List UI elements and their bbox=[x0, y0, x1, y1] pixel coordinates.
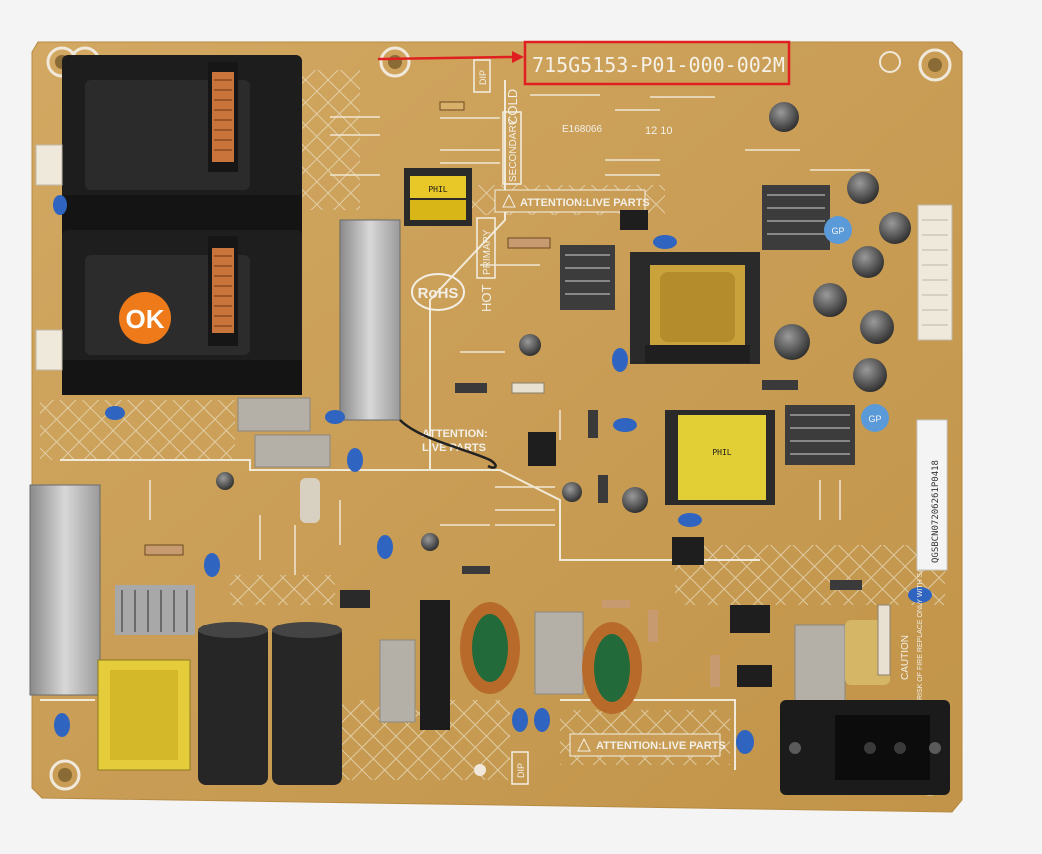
smps-transformer bbox=[630, 252, 760, 364]
svg-text:QGSBCN07206261P0418: QGSBCN07206261P0418 bbox=[931, 460, 941, 563]
ok-sticker-text: OK bbox=[126, 304, 165, 334]
svg-text:GP: GP bbox=[831, 226, 844, 236]
svg-text:CAUTION: CAUTION bbox=[900, 635, 911, 680]
jumper-wire bbox=[399, 419, 497, 469]
bulk-capacitors bbox=[198, 622, 342, 785]
cold-label: COLD bbox=[505, 89, 520, 125]
attention-top: ATTENTION:LIVE PARTS bbox=[494, 189, 650, 213]
yellow-transformer: PHIL bbox=[665, 410, 775, 505]
dip-arrow-bottom: DIP bbox=[511, 751, 529, 785]
svg-text:DIP: DIP bbox=[516, 763, 526, 778]
fuse-caution: CAUTION RISK OF FIRE REPLACE ONLY WITH S… bbox=[900, 461, 924, 700]
svg-text:DIP: DIP bbox=[478, 70, 488, 85]
axial-components bbox=[144, 101, 891, 687]
svg-text:ATTENTION:LIVE PARTS: ATTENTION:LIVE PARTS bbox=[520, 197, 650, 209]
svg-text:PHIL: PHIL bbox=[712, 448, 731, 457]
ceramic-capacitors bbox=[53, 195, 932, 754]
rohs-mark: RoHS bbox=[411, 273, 465, 311]
secondary-label: SECONDARY bbox=[508, 119, 519, 182]
part-number-callout: 715G5153-P01-000-002M bbox=[377, 40, 791, 86]
svg-text:GP: GP bbox=[868, 414, 881, 424]
ics bbox=[528, 210, 772, 687]
date-code: 12 10 bbox=[645, 125, 673, 137]
part-number-highlight bbox=[523, 40, 791, 86]
common-mode-chokes bbox=[460, 602, 642, 714]
gp-capacitors: GP GP bbox=[824, 216, 889, 432]
connectors-left bbox=[35, 144, 63, 371]
heatsinks bbox=[29, 185, 855, 696]
svg-text:ATTENTION:: ATTENTION: bbox=[422, 428, 488, 440]
output-connector bbox=[917, 204, 953, 341]
part-number-text: 715G5153-P01-000-002M bbox=[532, 53, 785, 77]
isolation-divider bbox=[40, 80, 760, 770]
dip-arrow-top: DIP bbox=[473, 59, 491, 93]
primary-label: PRIMARY bbox=[482, 229, 493, 275]
barcode-sticker: QGSBCN07206261P0418 bbox=[916, 419, 948, 571]
svg-text:PHIL: PHIL bbox=[428, 185, 447, 194]
grey-components bbox=[237, 397, 846, 723]
line-transformer bbox=[97, 659, 191, 771]
svg-text:RoHS: RoHS bbox=[418, 285, 459, 302]
electrolytic-capacitors bbox=[216, 102, 911, 551]
black-fet bbox=[420, 600, 450, 730]
isolation-labels: COLD SECONDARY HOT PRIMARY DIP DIP bbox=[473, 59, 529, 785]
attention-bottom: ATTENTION:LIVE PARTS bbox=[569, 733, 726, 757]
ul-mark: E168066 bbox=[562, 124, 602, 135]
hot-label: HOT bbox=[479, 285, 494, 313]
small-transformer-top: PHIL bbox=[404, 168, 472, 226]
transformer-bottom bbox=[62, 230, 302, 395]
svg-text:RISK OF FIRE REPLACE ONLY WITH: RISK OF FIRE REPLACE ONLY WITH SAME TYPE… bbox=[917, 461, 924, 700]
silk-traces bbox=[149, 94, 870, 575]
ok-sticker: OK bbox=[119, 292, 171, 344]
transformer-top bbox=[62, 55, 302, 235]
ac-inlet bbox=[780, 700, 950, 795]
svg-text:ATTENTION:LIVE PARTS: ATTENTION:LIVE PARTS bbox=[596, 740, 726, 752]
